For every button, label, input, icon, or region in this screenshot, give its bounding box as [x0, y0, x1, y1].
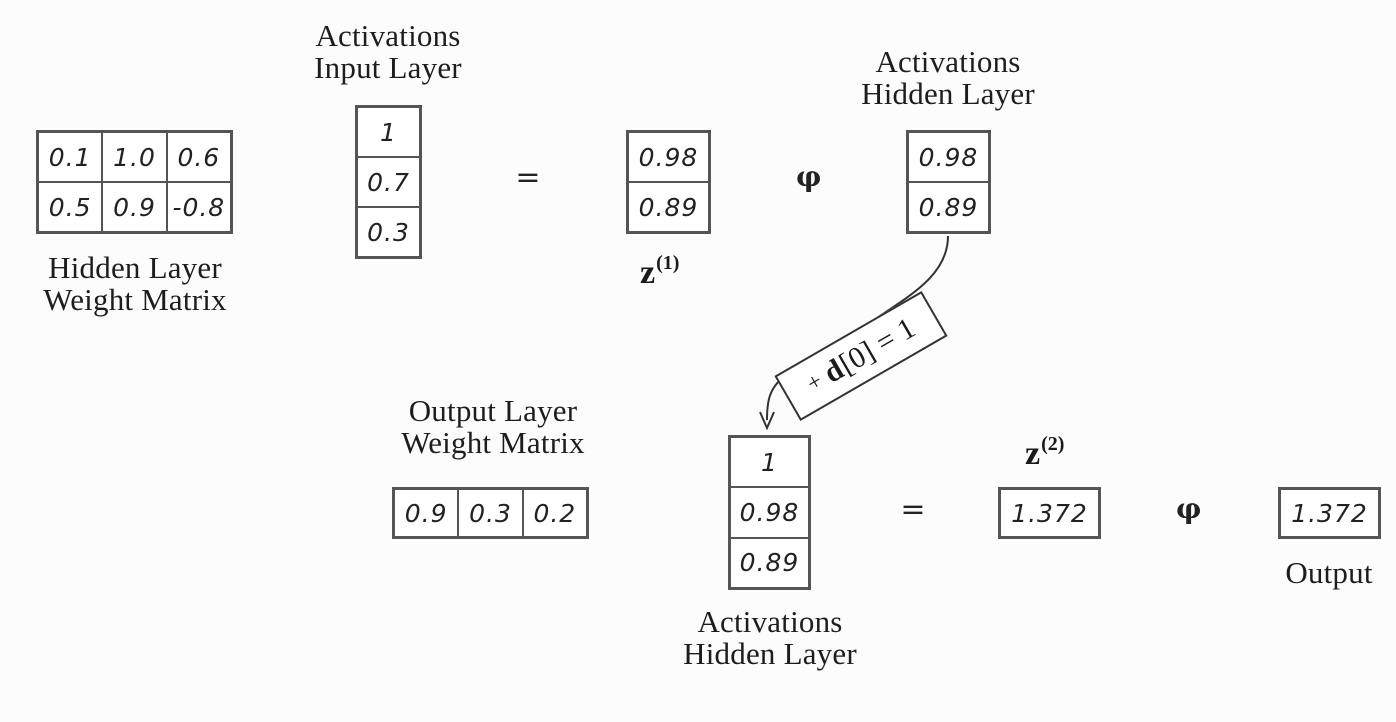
matrix-cell: 0.1 [38, 132, 103, 182]
z-superscript: (2) [1041, 433, 1065, 455]
vector-cell: 0.89 [628, 182, 709, 232]
hidden-activations-label: Activations Hidden Layer [838, 46, 1058, 110]
vector-cell: 1 [730, 437, 809, 488]
hidden-weight-matrix-label: Hidden Layer Weight Matrix [20, 252, 250, 316]
matrix-cell: 1.0 [102, 132, 167, 182]
equals-sign: = [900, 492, 926, 527]
label-line: Weight Matrix [401, 425, 585, 460]
vector-cell: 1.372 [1000, 489, 1099, 537]
matrix-cell: -0.8 [166, 182, 231, 232]
vector-cell: 0.89 [908, 182, 989, 232]
output-weight-matrix: 0.9 0.3 0.2 [392, 487, 589, 539]
label-line: Activations [315, 18, 461, 53]
bias-rest: [0] = 1 [833, 311, 922, 381]
equals-sign: = [515, 160, 541, 195]
vector-cell: 0.98 [628, 132, 709, 182]
matrix-cell: 0.9 [394, 489, 459, 537]
z2-label: z(2) [1025, 433, 1064, 473]
hidden-activations-vector: 0.98 0.89 [906, 130, 991, 234]
z-symbol: z [1025, 435, 1041, 472]
z1-label: z(1) [640, 252, 679, 292]
matrix-cell: 0.2 [522, 489, 587, 537]
z-superscript: (1) [656, 252, 680, 274]
bias-step-box: +d[0] = 1 [774, 290, 948, 422]
vector-cell: 0.3 [357, 207, 420, 257]
z1-vector: 0.98 0.89 [626, 130, 711, 234]
label-line: Hidden Layer [861, 76, 1035, 111]
label-line: Activations [875, 44, 1021, 79]
label-line: Weight Matrix [43, 282, 227, 317]
input-activations-label: Activations Input Layer [283, 20, 493, 84]
input-activations-vector: 1 0.7 0.3 [355, 105, 422, 259]
label-line: Input Layer [314, 50, 462, 85]
output-weight-matrix-label: Output Layer Weight Matrix [378, 395, 608, 459]
output-label: Output [1285, 555, 1373, 590]
label-line: Hidden Layer [683, 636, 857, 671]
label-line: Hidden Layer [48, 250, 222, 285]
hidden-weight-matrix: 0.1 1.0 0.6 0.5 0.9 -0.8 [36, 130, 233, 234]
label-line: Activations [697, 604, 843, 639]
matrix-cell: 0.6 [166, 132, 231, 182]
matrix-cell: 0.9 [102, 182, 167, 232]
vector-cell: 1.372 [1280, 489, 1379, 537]
arrowhead-icon [759, 411, 775, 431]
label-line: Output Layer [408, 393, 578, 428]
hidden-activations-bias-vector: 1 0.98 0.89 [728, 435, 811, 590]
vector-cell: 1 [357, 107, 420, 157]
phi-symbol: φ [796, 160, 822, 193]
matrix-cell: 0.5 [38, 182, 103, 232]
phi-symbol: φ [1176, 492, 1202, 525]
matrix-cell: 0.3 [458, 489, 523, 537]
vector-cell: 0.98 [908, 132, 989, 182]
vector-cell: 0.7 [357, 157, 420, 207]
hidden-activations-bias-label: Activations Hidden Layer [660, 606, 880, 670]
vector-cell: 0.98 [730, 487, 809, 538]
output-vector: 1.372 [1278, 487, 1381, 539]
vector-cell: 0.89 [730, 537, 809, 588]
z2-vector: 1.372 [998, 487, 1101, 539]
z-symbol: z [640, 254, 656, 291]
